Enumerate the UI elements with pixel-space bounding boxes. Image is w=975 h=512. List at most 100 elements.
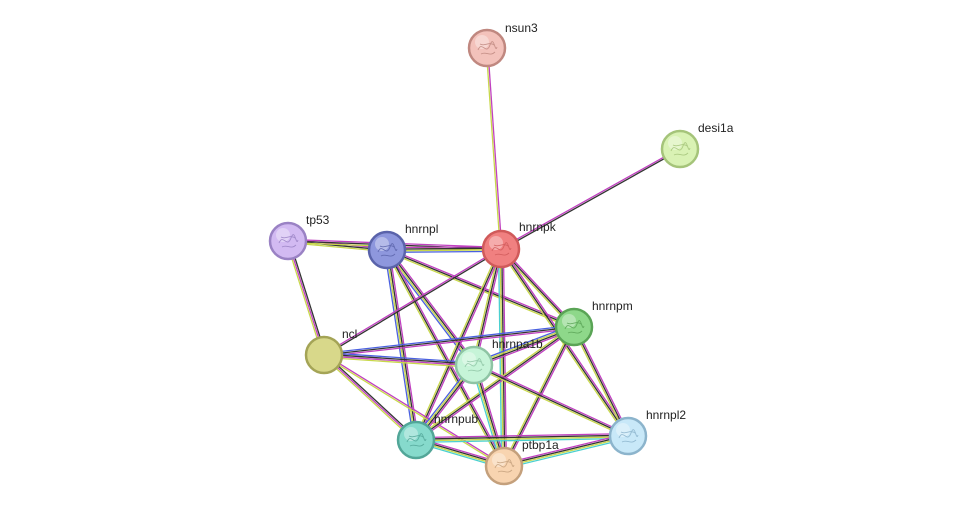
edge-hnrnpk-desi1a[interactable] <box>500 147 681 251</box>
node-label-ncl: ncl <box>342 327 357 341</box>
node-label-hnrnpm: hnrnpm <box>592 299 633 313</box>
edge-evidence-line <box>323 356 474 369</box>
node-circle <box>660 129 700 169</box>
edge-tp53-ncl[interactable] <box>285 240 327 356</box>
edge-hnrnpk-ncl[interactable] <box>323 247 502 357</box>
edge-evidence-line <box>324 353 475 365</box>
node-hnrnpub[interactable]: hnrnpub <box>396 412 478 460</box>
node-highlight <box>404 427 418 441</box>
edge-evidence-line <box>474 362 629 436</box>
edge-hnrnpa1b-hnrnpl2[interactable] <box>473 362 629 439</box>
edge-evidence-line <box>473 248 502 366</box>
node-label-nsun3: nsun3 <box>505 21 538 35</box>
edge-evidence-line <box>416 249 504 441</box>
node-ncl[interactable]: ncl <box>304 327 357 375</box>
edge-evidence-line <box>474 249 504 366</box>
edge-evidence-line <box>415 326 575 441</box>
node-circle <box>454 345 494 385</box>
node-label-desi1a: desi1a <box>698 121 734 135</box>
node-label-tp53: tp53 <box>306 213 330 227</box>
node-circle <box>304 335 344 375</box>
edge-ncl-hnrnpa1b[interactable] <box>323 351 475 369</box>
protein-structure-icon <box>618 429 639 443</box>
edge-evidence-line <box>499 249 628 438</box>
edge-ncl-hnrnpub[interactable] <box>322 353 418 442</box>
edge-evidence-line <box>574 326 631 436</box>
edge-evidence-line <box>573 326 629 437</box>
edge-evidence-line <box>416 437 629 444</box>
node-circle <box>396 420 436 460</box>
edge-evidence-line <box>504 437 629 469</box>
node-circle <box>268 221 308 261</box>
node-nsun3[interactable]: nsun3 <box>467 21 538 68</box>
edge-ncl-hnrnpm[interactable] <box>323 324 575 358</box>
edge-evidence-line <box>414 325 574 440</box>
node-circle <box>367 230 407 270</box>
node-label-hnrnpl: hnrnpl <box>405 222 438 236</box>
edge-evidence-line <box>487 47 503 249</box>
edge-evidence-line <box>323 355 474 367</box>
edge-evidence-line <box>324 353 418 440</box>
edge-evidence-line <box>415 248 502 441</box>
edge-evidence-line <box>323 326 575 356</box>
node-label-hnrnpk: hnrnpk <box>519 220 557 234</box>
node-highlight <box>489 236 503 250</box>
edge-hnrnpm-hnrnpub[interactable] <box>414 325 576 442</box>
edge-evidence-line <box>416 436 629 442</box>
edge-evidence-line <box>387 247 575 327</box>
edge-evidence-line <box>501 248 506 466</box>
node-hnrnpm[interactable]: hnrnpm <box>554 299 633 347</box>
node-highlight <box>276 228 290 242</box>
edge-ncl-ptbp1a[interactable] <box>323 353 505 468</box>
node-label-ptbp1a: ptbp1a <box>522 438 559 452</box>
edge-evidence-line <box>504 436 629 468</box>
edge-hnrnpk-hnrnpub[interactable] <box>413 248 504 441</box>
node-hnrnpl2[interactable]: hnrnpl2 <box>608 408 686 456</box>
edge-evidence-line <box>415 434 628 440</box>
edge-layer <box>285 47 681 469</box>
node-highlight <box>462 352 476 366</box>
edge-hnrnpk-ptbp1a[interactable] <box>497 248 508 467</box>
node-circle <box>608 416 648 456</box>
node-ptbp1a[interactable]: ptbp1a <box>484 438 559 486</box>
edge-hnrnpm-hnrnpl2[interactable] <box>571 326 631 437</box>
protein-structure-icon <box>477 41 498 55</box>
edge-ptbp1a-hnrnpl2[interactable] <box>503 433 629 469</box>
edge-evidence-line <box>323 247 501 355</box>
edge-hnrnpl-ptbp1a[interactable] <box>385 248 506 468</box>
node-hnrnpk[interactable]: hnrnpk <box>481 220 557 269</box>
protein-structure-icon <box>278 234 299 248</box>
edge-evidence-line <box>287 240 325 356</box>
node-hnrnpl[interactable]: hnrnpl <box>367 222 438 270</box>
node-hnrnpa1b[interactable]: hnrnpa1b <box>454 337 543 385</box>
edge-evidence-line <box>385 250 504 468</box>
edge-evidence-line <box>324 353 505 466</box>
edge-evidence-line <box>324 249 502 357</box>
edge-evidence-line <box>322 355 416 442</box>
edge-evidence-line <box>323 324 574 355</box>
edge-evidence-line <box>416 327 576 442</box>
edge-hnrnpk-nsun3[interactable] <box>485 47 503 250</box>
node-label-hnrnpl2: hnrnpl2 <box>646 408 686 422</box>
protein-structure-icon <box>491 242 512 256</box>
edge-evidence-line <box>386 249 505 467</box>
edge-evidence-line <box>501 149 681 251</box>
node-tp53[interactable]: tp53 <box>268 213 330 261</box>
node-layer: hnrnpk nsun3 desi1a tp53 hnrnpl hnrnpm ncl hnrn… <box>268 21 734 486</box>
node-desi1a[interactable]: desi1a <box>660 121 734 169</box>
edge-evidence-line <box>571 327 628 437</box>
node-label-hnrnpub: hnrnpub <box>434 412 478 426</box>
node-highlight <box>562 314 576 328</box>
edge-evidence-line <box>285 241 324 356</box>
protein-structure-icon <box>564 320 585 334</box>
edge-hnrnpub-hnrnpl2[interactable] <box>415 432 629 444</box>
node-label-hnrnpa1b: hnrnpa1b <box>492 337 543 351</box>
node-highlight <box>616 423 630 437</box>
edge-evidence-line <box>503 434 628 466</box>
edge-evidence-line <box>388 248 477 364</box>
edge-evidence-line <box>485 48 501 250</box>
node-highlight <box>668 136 682 150</box>
node-highlight <box>475 35 489 49</box>
edge-evidence-line <box>502 248 508 466</box>
node-circle <box>554 307 594 347</box>
